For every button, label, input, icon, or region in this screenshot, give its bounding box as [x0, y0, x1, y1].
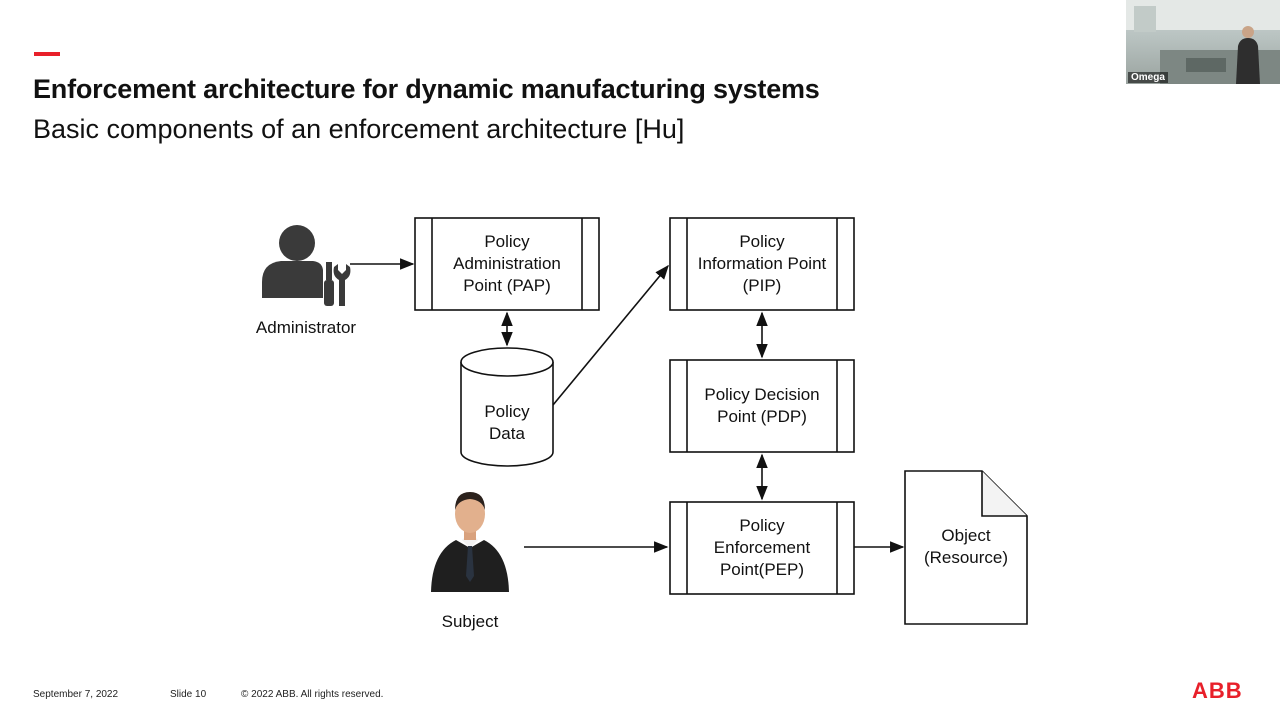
footer-date: September 7, 2022 [33, 689, 119, 700]
slide-title: Enforcement architecture for dynamic man… [33, 74, 820, 104]
administrator-icon [262, 225, 351, 306]
pip-box [669, 217, 855, 311]
pap-box [414, 217, 600, 311]
policy-data-cylinder [460, 347, 554, 467]
subject-label: Subject [441, 612, 499, 631]
abb-logo: ABB [1192, 678, 1243, 703]
slide-subtitle: Basic components of an enforcement archi… [33, 114, 685, 144]
participant-name: Omega [1128, 72, 1168, 83]
title-accent-bar [34, 52, 60, 56]
object-document [904, 470, 1028, 625]
data-to-pip-arrow [552, 264, 669, 406]
object-label: Object(Resource) [923, 526, 1009, 567]
presenter-video-icon [1126, 0, 1280, 84]
footer-copyright: © 2022 ABB. All rights reserved. [241, 689, 384, 700]
administrator-label: Administrator [255, 318, 357, 337]
pdp-box [669, 359, 855, 453]
subject-icon [431, 492, 509, 592]
footer-slide-number: Slide 10 [170, 689, 207, 700]
webcam-thumbnail[interactable]: Omega [1126, 0, 1280, 84]
pep-box [669, 501, 855, 595]
